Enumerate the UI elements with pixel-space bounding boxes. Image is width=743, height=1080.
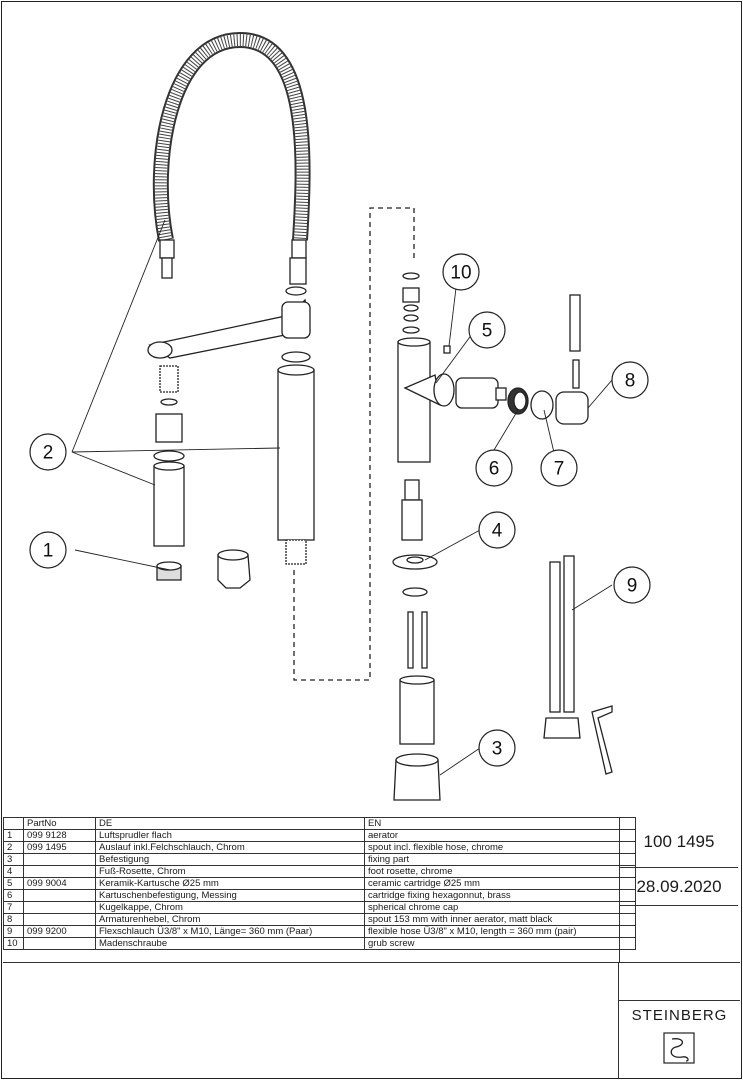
- callout-number: 5: [482, 321, 493, 342]
- titleblock-divider: [618, 962, 619, 1078]
- callout-number: 9: [627, 576, 638, 597]
- cell-partno: 099 9128: [23, 829, 96, 842]
- cell-en: cartridge fixing hexagonnut, brass: [364, 889, 636, 902]
- callout-9: 9: [613, 566, 651, 604]
- cell-de: Kugelkappe, Chrom: [95, 901, 365, 914]
- cell-partno: [23, 865, 96, 878]
- callout-circle: [29, 433, 67, 471]
- callout-circle: [468, 311, 506, 349]
- callout-circle: [613, 566, 651, 604]
- callout-number: 4: [492, 521, 503, 542]
- brand-name: STEINBERG: [631, 1007, 728, 1024]
- callout-number: 7: [554, 459, 565, 480]
- cell-partno: 099 1495: [23, 841, 96, 854]
- cell-index: 10: [3, 937, 24, 950]
- cell-de: Kartuschenbefestigung, Messing: [95, 889, 365, 902]
- callout-number: 6: [489, 459, 500, 480]
- cell-en: aerator: [364, 829, 636, 842]
- cell-en: spout incl. flexible hose, chrome: [364, 841, 636, 854]
- flexible-hose-loop: [152, 31, 311, 242]
- cell-partno: 099 9200: [23, 925, 96, 938]
- parts-table-header: PartNo DE EN: [3, 817, 636, 830]
- header-de: DE: [95, 817, 365, 830]
- cell-partno: [23, 901, 96, 914]
- cell-en: spherical chrome cap: [364, 901, 636, 914]
- callout-number: 2: [43, 443, 54, 464]
- cell-index: 8: [3, 913, 24, 926]
- cell-en: fixing part: [364, 853, 636, 866]
- cell-de: Auslauf inkl.Felchschlauch, Chrom: [95, 841, 365, 854]
- cell-partno: [23, 889, 96, 902]
- callout-number: 3: [492, 739, 503, 760]
- cell-en: foot rosette, chrome: [364, 865, 636, 878]
- callout-circle: [540, 449, 578, 487]
- callout-circle: [478, 729, 516, 767]
- cell-de: Fuß-Rosette, Chrom: [95, 865, 365, 878]
- callout-circle: [29, 531, 67, 569]
- cell-en: ceramic cartridge Ø25 mm: [364, 877, 636, 890]
- article-number: 100 1495: [620, 817, 738, 868]
- callout-8: 8: [611, 361, 649, 399]
- header-partno: PartNo: [23, 817, 96, 830]
- callout-6: 6: [475, 449, 513, 487]
- cell-partno: [23, 937, 96, 950]
- callout-number: 10: [450, 263, 471, 284]
- drawing-date: 28.09.2020: [620, 868, 738, 906]
- callout-7: 7: [540, 449, 578, 487]
- cell-de: Armaturenhebel, Chrom: [95, 913, 365, 926]
- header-en: EN: [364, 817, 636, 830]
- cell-index: 3: [3, 853, 24, 866]
- exploded-view-drawing: 1 2 3 4 5 6 7 8 9 10: [29, 31, 651, 801]
- cell-index: 1: [3, 829, 24, 842]
- cell-de: Keramik-Kartusche Ø25 mm: [95, 877, 365, 890]
- cell-index: 9: [3, 925, 24, 938]
- cell-index: 6: [3, 889, 24, 902]
- brand-block: STEINBERG: [619, 1000, 740, 1078]
- callout-10: 10: [442, 253, 480, 291]
- callout-2: 2: [29, 433, 67, 471]
- cell-index: 7: [3, 901, 24, 914]
- cell-partno: 099 9004: [23, 877, 96, 890]
- callout-5: 5: [468, 311, 506, 349]
- cell-de: Luftsprudler flach: [95, 829, 365, 842]
- brand-logo: [663, 1032, 695, 1064]
- callout-3: 3: [478, 729, 516, 767]
- callout-circle: [475, 449, 513, 487]
- cell-de: Madenschraube: [95, 937, 365, 950]
- callout-circle: [442, 253, 480, 291]
- header-index: [3, 817, 24, 830]
- callout-1: 1: [29, 531, 67, 569]
- cell-partno: [23, 853, 96, 866]
- table-divider: [619, 817, 620, 962]
- cell-partno: [23, 913, 96, 926]
- cell-de: Befestigung: [95, 853, 365, 866]
- cell-en: flexible hose Ü3/8" x M10, length = 360 …: [364, 925, 636, 938]
- table-bottom-line: [3, 962, 740, 963]
- cell-en: grub screw: [364, 937, 636, 950]
- callout-labels: 1 2 3 4 5 6 7 8 9 10: [29, 253, 651, 767]
- callout-number: 1: [43, 541, 54, 562]
- callout-number: 8: [625, 371, 636, 392]
- cell-index: 4: [3, 865, 24, 878]
- cell-de: Flexschlauch Ü3/8" x M10, Länge= 360 mm …: [95, 925, 365, 938]
- cell-en: spout 153 mm with inner aerator, matt bl…: [364, 913, 636, 926]
- cell-index: 2: [3, 841, 24, 854]
- callout-4: 4: [478, 511, 516, 549]
- callout-circle: [611, 361, 649, 399]
- cell-index: 5: [3, 877, 24, 890]
- callout-circle: [478, 511, 516, 549]
